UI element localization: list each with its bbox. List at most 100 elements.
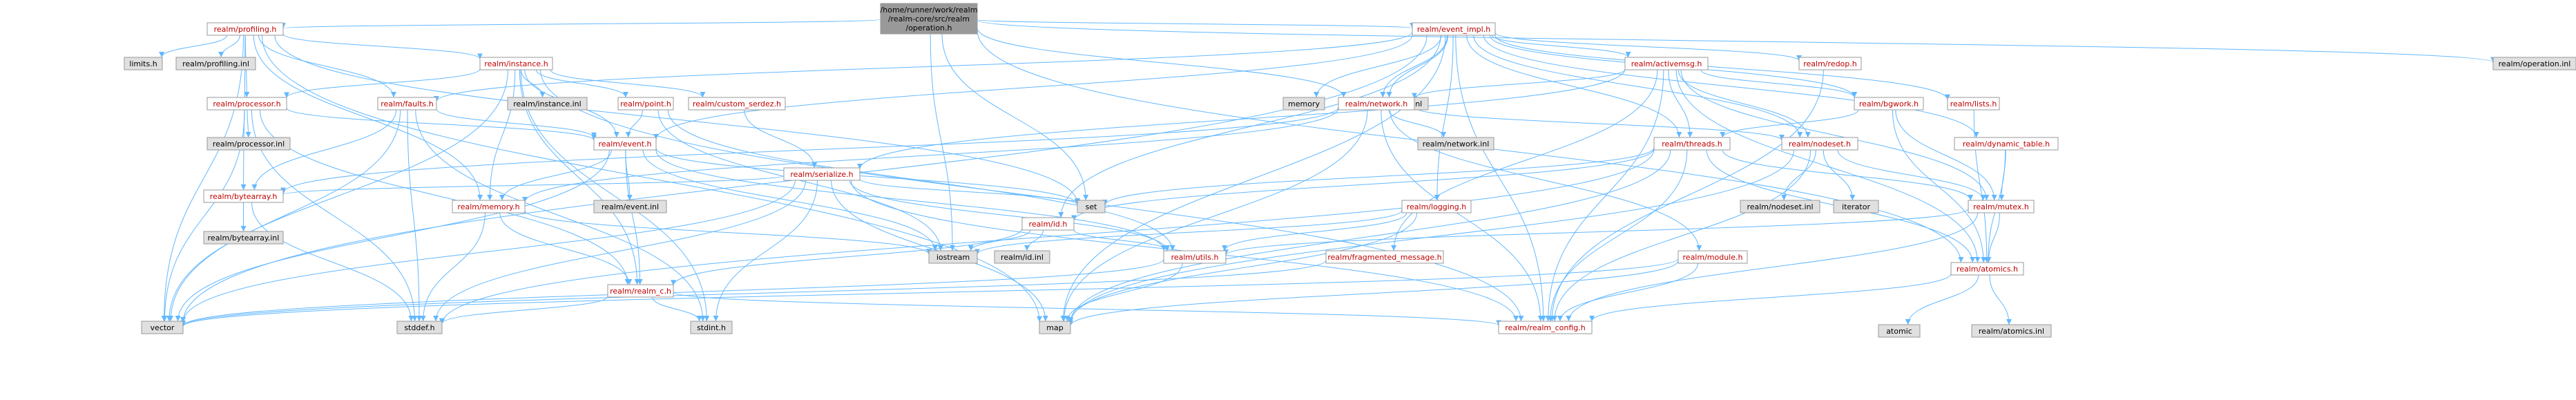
edge-module-to-realm_config [1557, 263, 1699, 322]
edge-threads-to-mutex [1722, 149, 1974, 201]
node-label: set [1086, 202, 1097, 211]
node-label: realm/module.h [1683, 253, 1743, 262]
edge-event-to-iostream [642, 149, 938, 251]
node-atomic: atomic [1878, 324, 1921, 338]
node-network[interactable]: realm/network.h [1338, 97, 1415, 111]
node-root[interactable]: /home/runner/work/realm/realm-core/src/r… [880, 3, 978, 35]
node-custom-serdez[interactable]: realm/custom_serdez.h [688, 97, 786, 111]
node-instance-inl: realm/instance.inl [507, 97, 588, 111]
node-mutex[interactable]: realm/mutex.h [1968, 200, 2035, 213]
edge-event_impl-to-network [1380, 35, 1448, 98]
node-activemsg[interactable]: realm/activemsg.h [1624, 57, 1709, 70]
edge-mutex-to-realm_config [1566, 212, 1979, 322]
node-box [206, 97, 287, 111]
node-box [141, 321, 184, 334]
edge-network-to-realm_config [1381, 109, 1544, 322]
node-box [1740, 200, 1820, 213]
node-box [994, 250, 1050, 264]
edge-faults-to-event [436, 108, 597, 138]
node-faults[interactable]: realm/faults.h [377, 97, 437, 111]
node-profiling[interactable]: realm/profiling.h [206, 22, 284, 36]
edge-activemsg-to-network [1412, 68, 1626, 99]
node-threads[interactable]: realm/threads.h [1653, 137, 1731, 151]
node-label: /home/runner/work/realm [881, 6, 978, 15]
edge-activemsg-to-realm_config [1545, 69, 1664, 322]
edge-lists-to-atomics [1973, 109, 1990, 263]
node-bgwork[interactable]: realm/bgwork.h [1854, 97, 1924, 111]
edge-activemsg-to-bgwork [1700, 69, 1857, 98]
node-label: realm/operation.inl [2499, 59, 2571, 68]
node-box [479, 57, 553, 70]
node-label: realm/profiling.inl [182, 59, 249, 68]
node-serialize[interactable]: realm/serialize.h [783, 167, 861, 181]
node-label: realm/atomics.h [1957, 265, 2018, 274]
node-box [1968, 200, 2035, 213]
node-box [1624, 57, 1709, 70]
node-network-inl: realm/network.inl [1417, 137, 1494, 151]
node-memory-h[interactable]: realm/memory.h [452, 200, 526, 213]
node-box [507, 97, 588, 111]
node-box [688, 97, 786, 111]
node-atomics[interactable]: realm/atomics.h [1950, 262, 2024, 276]
node-utils[interactable]: realm/utils.h [1163, 250, 1227, 264]
node-box [1878, 324, 1921, 338]
node-box [1798, 57, 1862, 70]
node-label: realm/instance.h [484, 59, 548, 68]
edge-activemsg-to-atomics [1675, 69, 1981, 263]
edge-id-to-id_inl [1024, 229, 1044, 251]
node-label: realm/activemsg.h [1631, 59, 1702, 68]
edge-network-to-memory_h [522, 108, 1339, 202]
node-memory-sys: memory [1282, 97, 1325, 111]
node-stdint: stdint.h [690, 321, 733, 334]
node-realm-config[interactable]: realm/realm_config.h [1498, 321, 1593, 334]
node-processor[interactable]: realm/processor.h [206, 97, 287, 111]
node-label: /realm-core/src/realm [888, 15, 970, 23]
edge-activemsg-to-mutex [1680, 69, 1990, 201]
node-event-impl[interactable]: realm/event_impl.h [1412, 22, 1496, 36]
edge-atomics-to-realm_config [1589, 273, 1952, 322]
node-iterator: iterator [1833, 200, 1879, 213]
edge-serialize-to-stddef [433, 180, 806, 322]
node-box [1678, 250, 1748, 264]
edge-network-to-module [1390, 109, 1702, 251]
node-box [690, 321, 733, 334]
edge-activemsg-to-fragmented_message [1391, 69, 1658, 251]
node-realm-c[interactable]: realm/realm_c.h [607, 284, 674, 298]
edge-faults-to-bytearray [251, 109, 397, 191]
node-logging[interactable]: realm/logging.h [1401, 200, 1472, 213]
node-instance[interactable]: realm/instance.h [479, 57, 553, 70]
edge-threads-to-realm_config [1547, 149, 1688, 322]
node-bytearray-inl: realm/bytearray.inl [203, 231, 284, 245]
node-box [1854, 97, 1924, 111]
edge-memory_h-to-stddef [420, 212, 486, 322]
edge-nodeset-to-iterator [1823, 149, 1856, 201]
node-box [377, 97, 437, 111]
edge-network-to-network_inl [1388, 109, 1447, 138]
node-label: realm/serialize.h [790, 170, 853, 179]
node-fragmented-message[interactable]: realm/fragmented_message.h [1325, 250, 1444, 264]
edge-faults-to-stdint [415, 109, 706, 322]
edge-event_impl-to-lists [1494, 35, 1950, 100]
node-label: realm/utils.h [1171, 253, 1219, 262]
node-box [1781, 137, 1858, 151]
edge-event-to-vector [175, 149, 610, 322]
node-bytearray[interactable]: realm/bytearray.h [203, 189, 284, 203]
node-event[interactable]: realm/event.h [593, 137, 657, 151]
node-nodeset[interactable]: realm/nodeset.h [1781, 137, 1858, 151]
edge-bytearray-to-stddef [251, 202, 414, 322]
node-dynamic-table[interactable]: realm/dynamic_table.h [1954, 137, 2059, 151]
edge-threads-to-map [1068, 149, 1671, 323]
node-point[interactable]: realm/point.h [617, 97, 674, 111]
node-lists[interactable]: realm/lists.h [1947, 97, 2000, 111]
node-label: vector [151, 323, 175, 332]
node-module[interactable]: realm/module.h [1678, 250, 1748, 264]
edge-serialize-to-stdint [713, 180, 818, 322]
node-label: realm/event_impl.h [1417, 25, 1490, 34]
edge-event_impl-to-map [1060, 35, 1446, 322]
edge-event_impl-to-event_impl_inl [1386, 35, 1448, 98]
node-id[interactable]: realm/id.h [1021, 217, 1075, 231]
node-label: realm/realm_c.h [610, 287, 671, 296]
node-redop[interactable]: realm/redop.h [1798, 57, 1862, 70]
node-label: stdint.h [697, 323, 726, 332]
edge-mutex-to-atomics [1986, 212, 2000, 263]
